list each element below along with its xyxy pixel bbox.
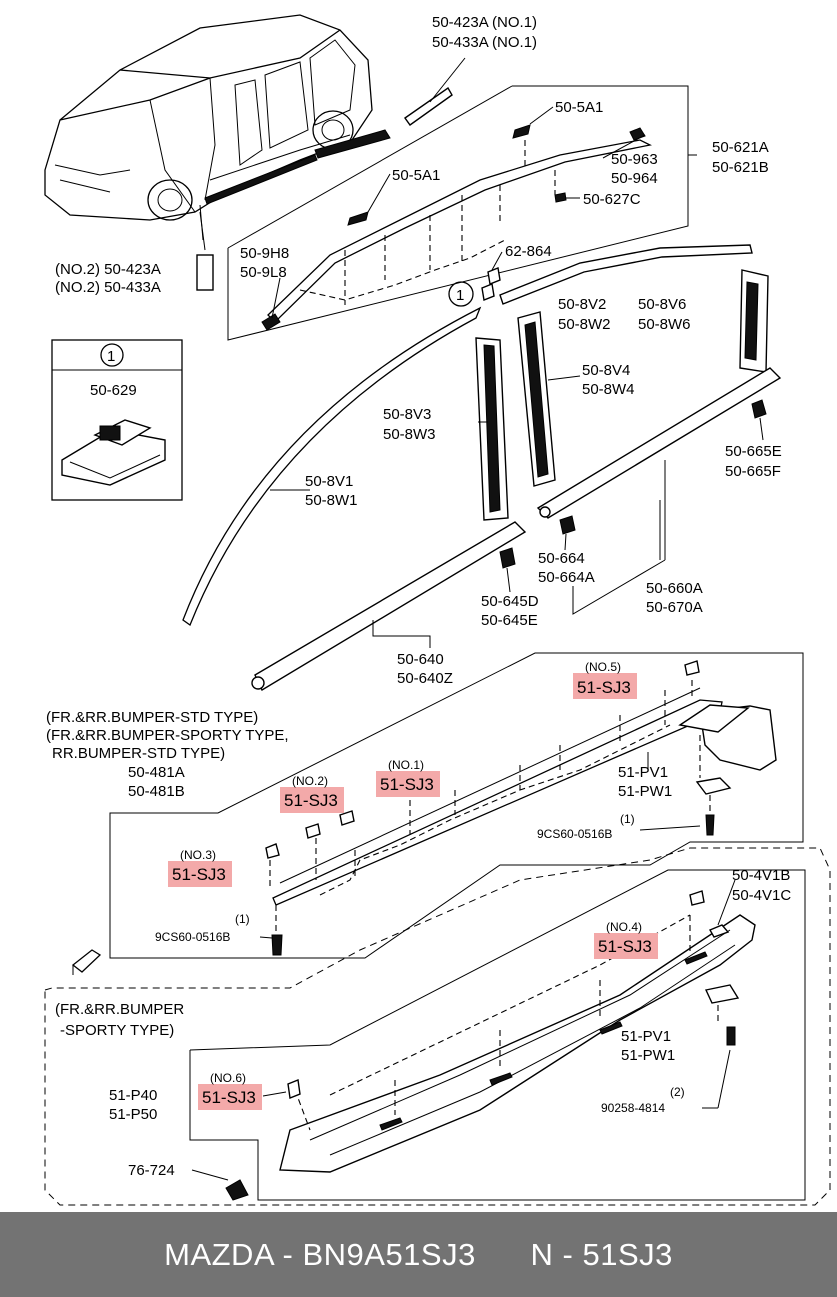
label-51-PV1-b: 51-PV1 bbox=[621, 1028, 671, 1045]
label-50-4V1B: 50-4V1B bbox=[732, 867, 790, 884]
label-50-8W3: 50-8W3 bbox=[383, 426, 436, 443]
std-type-note-2: (FR.&RR.BUMPER-SPORTY TYPE, bbox=[46, 727, 289, 744]
label-no6: (NO.6) bbox=[210, 1071, 246, 1085]
footer-spacer bbox=[476, 1237, 531, 1273]
label-50-8W4: 50-8W4 bbox=[582, 381, 635, 398]
label-50-664A: 50-664A bbox=[538, 569, 595, 586]
label-no2: (NO.2) bbox=[292, 774, 328, 788]
label-9CS60-0516B-b: 9CS60-0516B bbox=[155, 930, 230, 944]
label-50-8W1: 50-8W1 bbox=[305, 492, 358, 509]
label-50-9L8: 50-9L8 bbox=[240, 264, 287, 281]
highlight-sj3-no4 bbox=[594, 933, 658, 959]
label-50-645E: 50-645E bbox=[481, 612, 538, 629]
label-50-670A: 50-670A bbox=[646, 599, 703, 616]
label-50-627C: 50-627C bbox=[583, 191, 641, 208]
label-no3: (NO.3) bbox=[180, 848, 216, 862]
label-50-8W2: 50-8W2 bbox=[558, 316, 611, 333]
footer-oem-number: MAZDA - BN9A51SJ3 bbox=[164, 1236, 476, 1272]
sporty-type-note-1: (FR.&RR.BUMPER bbox=[55, 1001, 184, 1018]
footer-short-number: N - 51SJ3 bbox=[530, 1236, 673, 1272]
label-51-SJ3-no1: 51-SJ3 bbox=[380, 775, 434, 794]
label-51-SJ3-no2: 51-SJ3 bbox=[284, 791, 338, 810]
std-type-note-1: (FR.&RR.BUMPER-STD TYPE) bbox=[46, 709, 258, 726]
label-9CS60-0516B-a: 9CS60-0516B bbox=[537, 827, 612, 841]
molding-50-8V2 bbox=[499, 244, 753, 305]
inset-box bbox=[51, 339, 183, 501]
roof-molding bbox=[267, 139, 652, 323]
label-no4: (NO.4) bbox=[606, 920, 642, 934]
label-50-964: 50-964 bbox=[611, 170, 658, 187]
label-50-629: 50-629 bbox=[90, 382, 137, 399]
inset-circle-number: 1 bbox=[107, 348, 115, 365]
label-50-481A: 50-481A bbox=[128, 764, 185, 781]
label-50-645D: 50-645D bbox=[481, 593, 539, 610]
sporty-type-note-2: -SPORTY TYPE) bbox=[60, 1022, 174, 1039]
label-50-665F: 50-665F bbox=[725, 463, 781, 480]
label-50-8V2: 50-8V2 bbox=[558, 296, 606, 313]
window-molding-50-423A bbox=[404, 86, 453, 126]
highlight-sj3-no5 bbox=[573, 673, 637, 699]
highlight-sj3-no6 bbox=[198, 1084, 262, 1110]
label-50-8V4: 50-8V4 bbox=[582, 362, 630, 379]
label-51-SJ3-no5: 51-SJ3 bbox=[577, 678, 631, 697]
label-50-8V1: 50-8V1 bbox=[305, 473, 353, 490]
sporty-group-outline bbox=[44, 847, 831, 1206]
label-50-433A-no1: 50-433A (NO.1) bbox=[432, 34, 537, 51]
label-50-5A1-a: 50-5A1 bbox=[555, 99, 603, 116]
label-50-433A-no2: (NO.2) 50-433A bbox=[55, 279, 161, 296]
label-51-SJ3-no6: 51-SJ3 bbox=[202, 1088, 256, 1107]
label-50-423A-no2: (NO.2) 50-423A bbox=[55, 261, 161, 278]
label-51-PV1-a: 51-PV1 bbox=[618, 764, 668, 781]
trim-50-423A-no2 bbox=[196, 254, 214, 291]
highlight-sj3-no2 bbox=[280, 787, 344, 813]
label-51-SJ3-no4: 51-SJ3 bbox=[598, 937, 652, 956]
label-qty-2: (2) bbox=[670, 1085, 685, 1099]
label-50-481B: 50-481B bbox=[128, 783, 185, 800]
label-50-640: 50-640 bbox=[397, 651, 444, 668]
bracket-51-PV1-sporty bbox=[704, 984, 740, 1004]
clip-50-629-drawing bbox=[61, 419, 166, 486]
label-50-5A1-b: 50-5A1 bbox=[392, 167, 440, 184]
label-50-664: 50-664 bbox=[538, 550, 585, 567]
label-no5: (NO.5) bbox=[585, 660, 621, 674]
label-50-8W6: 50-8W6 bbox=[638, 316, 691, 333]
label-50-640Z: 50-640Z bbox=[397, 670, 453, 687]
car-illustration bbox=[44, 14, 391, 251]
label-51-PW1-b: 51-PW1 bbox=[621, 1047, 675, 1064]
label-qty-1-a: (1) bbox=[620, 812, 635, 826]
label-50-621B: 50-621B bbox=[712, 159, 769, 176]
label-50-963: 50-963 bbox=[611, 151, 658, 168]
label-62-864: 62-864 bbox=[505, 243, 552, 260]
highlight-sj3-no1 bbox=[376, 771, 440, 797]
label-50-660A: 50-660A bbox=[646, 580, 703, 597]
label-50-621A: 50-621A bbox=[712, 139, 769, 156]
label-50-4V1C: 50-4V1C bbox=[732, 887, 791, 904]
label-90258-4814: 90258-4814 bbox=[601, 1101, 665, 1115]
label-51-SJ3-no3: 51-SJ3 bbox=[172, 865, 226, 884]
reference-circle-1-number: 1 bbox=[456, 287, 464, 304]
label-51-P50: 51-P50 bbox=[109, 1106, 157, 1123]
label-76-724: 76-724 bbox=[128, 1162, 175, 1179]
molding-50-8V1 bbox=[182, 306, 482, 627]
label-50-423A-no1: 50-423A (NO.1) bbox=[432, 14, 537, 31]
label-qty-1-b: (1) bbox=[235, 912, 250, 926]
label-50-665E: 50-665E bbox=[725, 443, 782, 460]
reference-circle-1 bbox=[448, 281, 474, 307]
label-51-PW1-a: 51-PW1 bbox=[618, 783, 672, 800]
label-50-8V3: 50-8V3 bbox=[383, 406, 431, 423]
std-type-note-3: RR.BUMPER-STD TYPE) bbox=[52, 745, 225, 762]
label-51-P40: 51-P40 bbox=[109, 1087, 157, 1104]
part-number-footer: MAZDA - BN9A51SJ3 N - 51SJ3 bbox=[0, 1212, 837, 1297]
parts-diagram: 50-423A (NO.1) 50-433A (NO.1) 50-5A1 50-… bbox=[44, 14, 831, 1206]
std-group-outline bbox=[109, 652, 804, 959]
label-no1: (NO.1) bbox=[388, 758, 424, 772]
side-sill-51-P40 bbox=[279, 914, 756, 1173]
highlight-sj3-no3 bbox=[168, 861, 232, 887]
label-50-8V6: 50-8V6 bbox=[638, 296, 686, 313]
label-50-9H8: 50-9H8 bbox=[240, 245, 289, 262]
